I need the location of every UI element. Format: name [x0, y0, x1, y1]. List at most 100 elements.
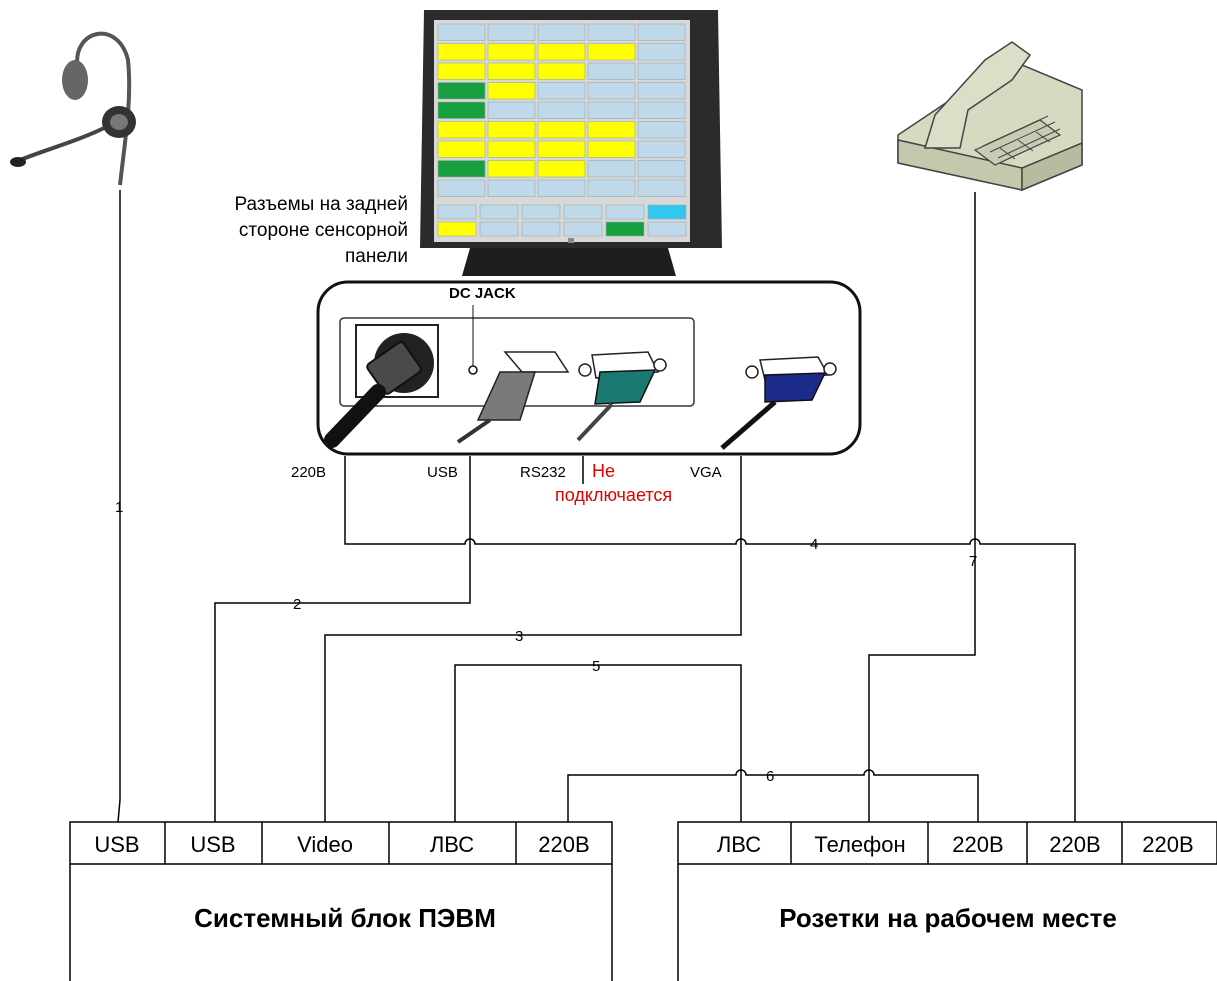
socket-power-2: 220В [1049, 832, 1100, 857]
pc-port-usb-2: USB [190, 832, 235, 857]
screen-button-tile [479, 204, 519, 220]
screen-tile [487, 121, 536, 139]
not-connected-label-1: Не [592, 461, 615, 481]
screen-tile [637, 121, 686, 139]
screen-tile [487, 160, 536, 178]
screen-button-tile [521, 204, 561, 220]
screen-button-tile [521, 221, 561, 237]
screen-tile [587, 160, 636, 178]
panel-caption: Разъемы на задней стороне сенсорной пане… [188, 192, 408, 270]
workplace-sockets-block: ЛВС Телефон 220В 220В 220В Розетки на ра… [677, 821, 1217, 981]
screen-tile [437, 160, 486, 178]
screen-button-tile [605, 204, 645, 220]
rs232-plug-icon [576, 351, 667, 442]
desk-phone-icon [897, 41, 1083, 192]
screen-tile [437, 82, 486, 100]
screen-tile [537, 179, 586, 197]
screen-tile [587, 43, 636, 61]
pc-port-video: Video [297, 832, 353, 857]
power-plug-icon [324, 333, 434, 448]
vga-plug-icon [720, 356, 837, 450]
wire-6-label: 6 [766, 768, 774, 785]
pc-port-lan: ЛВС [430, 832, 474, 857]
wire-4-label: 4 [810, 536, 818, 553]
screen-tile [487, 23, 536, 41]
screen-button-tile [647, 204, 687, 220]
wire-7-label: 7 [969, 553, 977, 570]
screen-tile [437, 101, 486, 119]
socket-phone: Телефон [814, 832, 905, 857]
pc-port-usb-1: USB [94, 832, 139, 857]
wire-3-label: 3 [515, 628, 523, 645]
screen-tile [437, 43, 486, 61]
screen-tile [637, 23, 686, 41]
screen-tile [637, 43, 686, 61]
screen-button-tile [647, 221, 687, 237]
screen-tile [537, 23, 586, 41]
socket-power-3: 220В [1142, 832, 1193, 857]
usb-port-label: USB [427, 464, 458, 481]
rs232-port-label: RS232 [520, 464, 566, 481]
screen-tile [437, 62, 486, 80]
pc-system-block: USB USB Video ЛВС 220В Системный блок ПЭ… [69, 821, 613, 981]
screen-tile [537, 43, 586, 61]
screen-tile [437, 140, 486, 158]
caption-line-3: панели [345, 246, 408, 267]
screen-tile [637, 179, 686, 197]
screen-tile [537, 140, 586, 158]
pc-block-title: Системный блок ПЭВМ [194, 903, 496, 933]
screen-tile [537, 121, 586, 139]
screen-tile [587, 82, 636, 100]
screen-tile [537, 62, 586, 80]
socket-power-1: 220В [952, 832, 1003, 857]
screen-tile [487, 82, 536, 100]
panel-port-labels: 220В USB RS232 Не подключается VGA [291, 461, 722, 505]
screen-tile [487, 179, 536, 197]
screen-tile [537, 82, 586, 100]
screen-button-tile [563, 204, 603, 220]
power-port-label: 220В [291, 464, 326, 481]
screen-tile [437, 179, 486, 197]
screen-button-tile [605, 221, 645, 237]
screen-tile [487, 140, 536, 158]
screen-tile [637, 160, 686, 178]
usb-plug-icon [456, 351, 570, 444]
screen-button-tile [437, 221, 477, 237]
connector-panel: DC JACK [316, 280, 862, 456]
screen-tile [637, 101, 686, 119]
screen-button-tile [437, 204, 477, 220]
screen-button-tile [479, 221, 519, 237]
sockets-block-title: Розетки на рабочем месте [779, 903, 1117, 933]
caption-line-1: Разъемы на задней [234, 194, 408, 215]
screen-tile [587, 140, 636, 158]
screen-tile [487, 62, 536, 80]
dc-jack-label: DC JACK [449, 285, 516, 302]
not-connected-label-2: подключается [555, 485, 672, 505]
wire-numbers: 1 2 3 4 5 6 7 [115, 499, 977, 785]
vga-port-label: VGA [690, 464, 722, 481]
socket-lan: ЛВС [717, 832, 761, 857]
screen-tile [587, 121, 636, 139]
screen-tile [437, 23, 486, 41]
screen-tile [537, 101, 586, 119]
screen-tile [437, 121, 486, 139]
screen-tile [637, 62, 686, 80]
headset-icon [10, 31, 136, 186]
screen-tile [487, 101, 536, 119]
screen-tile [587, 101, 636, 119]
screen-button-tile [563, 221, 603, 237]
touch-monitor-icon [420, 10, 722, 276]
wire-5-label: 5 [592, 658, 600, 675]
screen-tile [637, 140, 686, 158]
monitor-screen [437, 23, 687, 237]
screen-tile [637, 82, 686, 100]
wire-2-label: 2 [293, 596, 301, 613]
screen-tile [587, 179, 636, 197]
screen-tile [537, 160, 586, 178]
screen-tile [587, 23, 636, 41]
pc-port-power: 220В [538, 832, 589, 857]
wire-1-label: 1 [115, 499, 123, 516]
screen-tile [487, 43, 536, 61]
screen-tile [587, 62, 636, 80]
